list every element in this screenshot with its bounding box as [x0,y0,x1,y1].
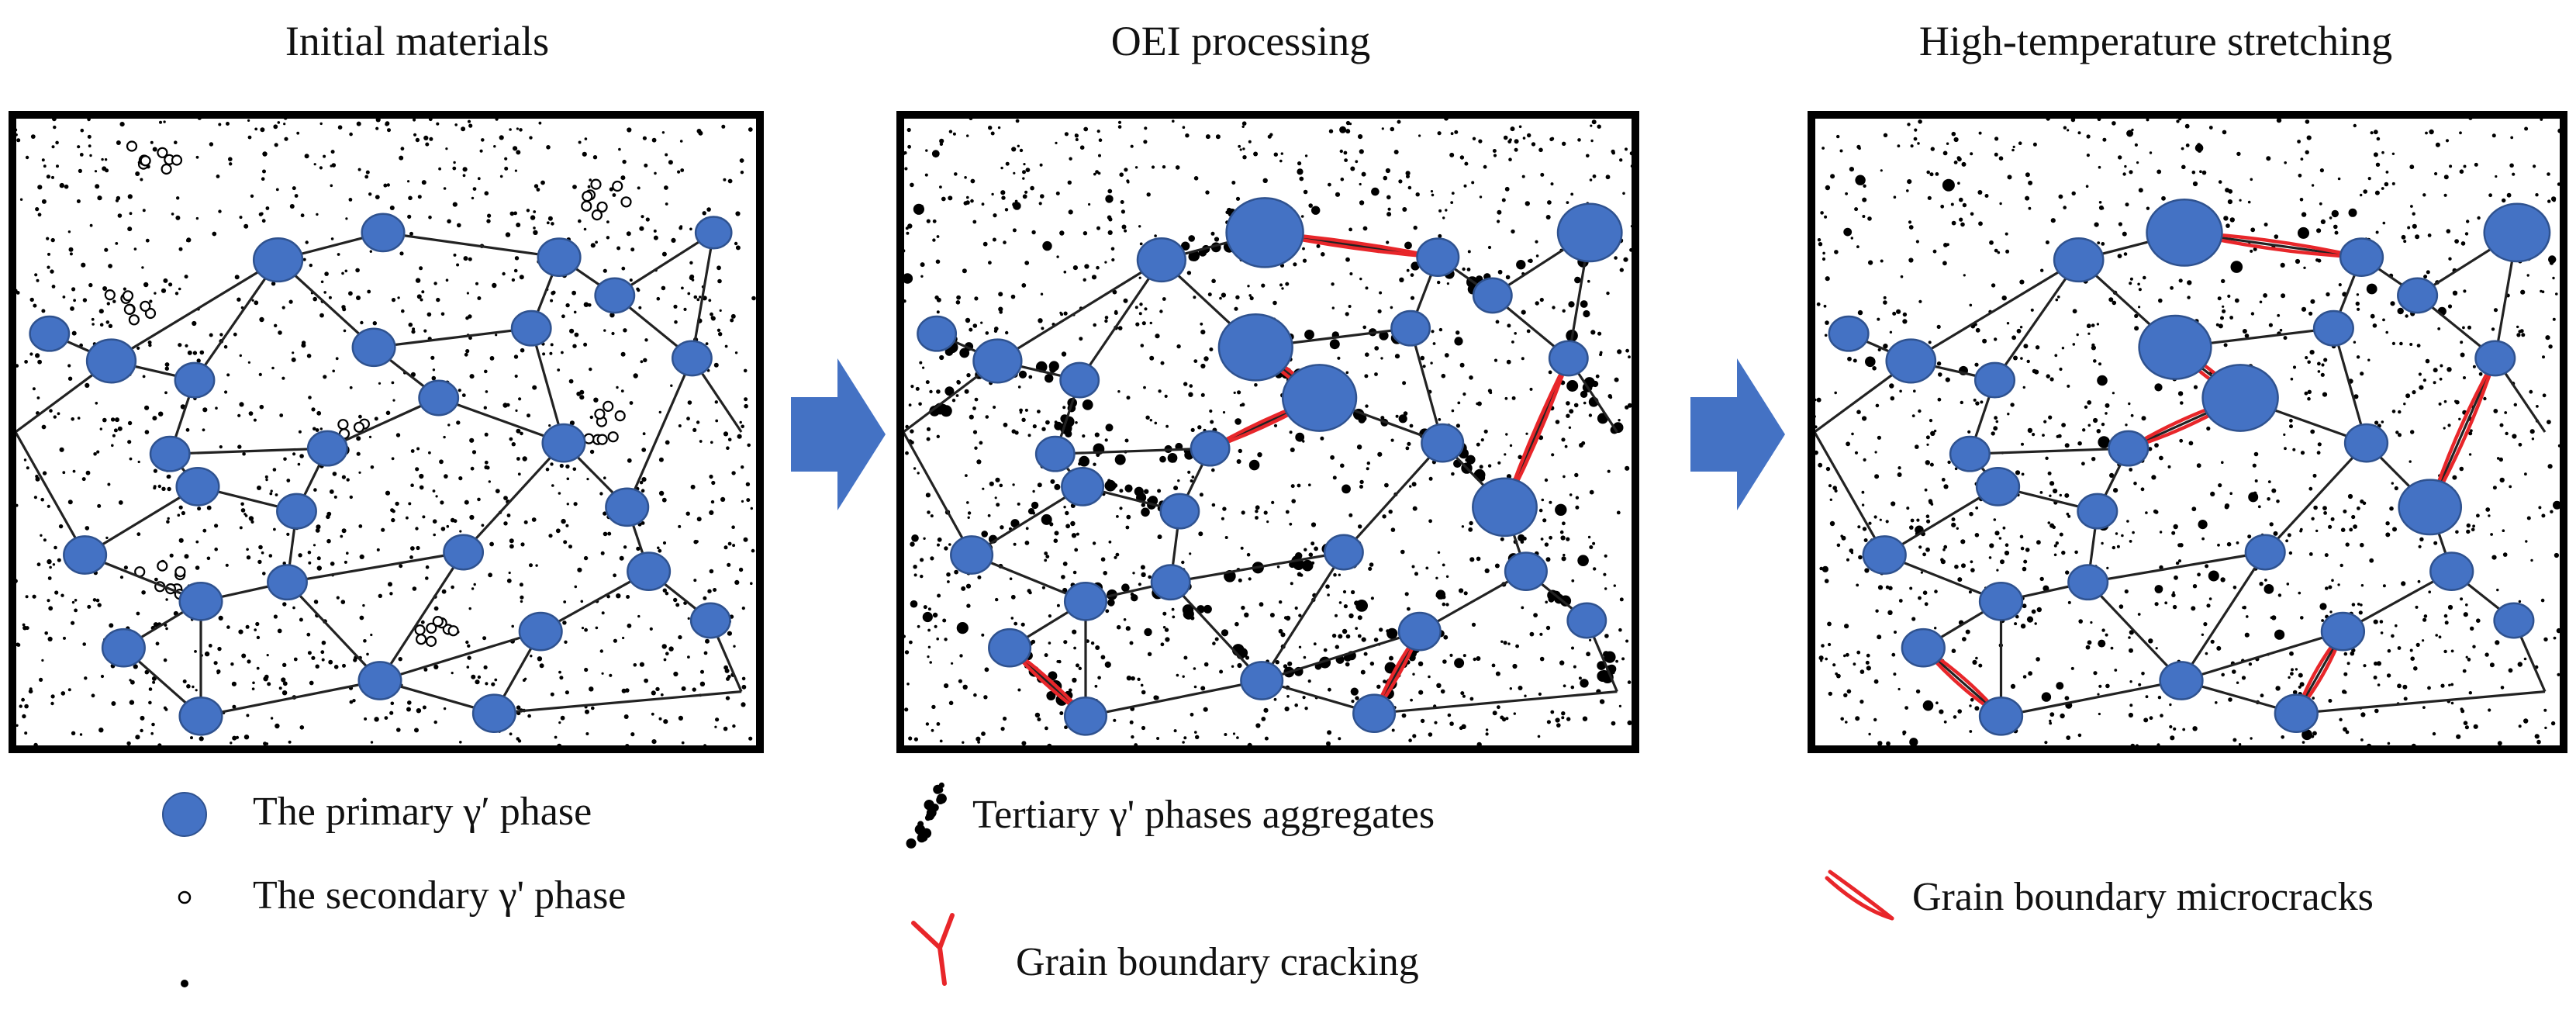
panel-frame-stretching [1808,111,2567,753]
panel-stretching [1808,111,2567,753]
primary-phase-particles [917,197,1623,736]
aggregates-legend-icon [906,782,947,849]
primary-phase-legend-icon [162,792,207,837]
microcracks-legend-icon [1825,870,1894,921]
panel-title-oei: OEI processing [1110,18,1371,64]
tertiary-phase-legend-icon [181,980,188,987]
panel-oei [896,111,1639,753]
legend-aggregates-label: Tertiary γ' phases aggregates [972,793,1435,837]
legend-primary-label: The primary γ′ phase [253,790,592,834]
cracking-legend-icon [911,913,955,986]
panel-title-initial: Initial materials [285,18,550,64]
legend-secondary-label: The secondary γ' phase [253,873,627,918]
process-arrow-icon [1690,358,1785,510]
legend-cracking-label: Grain boundary cracking [1016,940,1419,984]
process-arrow-icon [791,358,886,510]
primary-phase-particles [29,213,733,736]
panel-frame-oei [896,111,1639,753]
panel-initial [9,111,764,753]
tertiary-dots-field [16,118,756,746]
panel-title-stretching: High-temperature stretching [1918,18,2393,64]
panel-frame-initial [9,111,764,753]
secondary-phase-legend-icon [178,890,192,904]
legend-microcracks-label: Grain boundary microcracks [1912,875,2374,919]
primary-phase-particles [1828,199,2551,736]
